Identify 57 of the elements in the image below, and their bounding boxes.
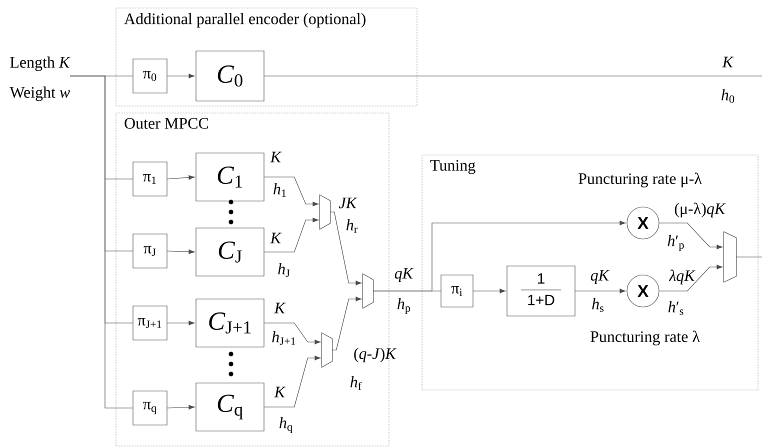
signal-label: h′$_{s}$	[668, 301, 684, 315]
arrow	[659, 264, 723, 292]
signal-label: Puncturing rate μ-λ	[578, 172, 702, 188]
encoder-box: C$_{J}$	[196, 228, 264, 276]
arrow	[167, 249, 195, 254]
interleaver-box: π$_{q}$	[132, 390, 168, 426]
signal-label: h$_{s}$	[592, 298, 604, 312]
interleaver-box: π$_{1}$	[132, 162, 168, 196]
signal-label: h′$_{p}$	[668, 234, 684, 252]
signal-label: h$_{0}$	[722, 89, 734, 103]
arrow	[575, 288, 626, 294]
arrow	[167, 74, 195, 78]
signal-label: h$_{f}$	[350, 376, 362, 390]
multiplexer	[319, 194, 331, 230]
interleaver-box: π$_{0}$	[132, 58, 168, 94]
arrow	[264, 176, 319, 206]
signal-label: h$_{p}$	[398, 298, 410, 314]
signal-label: λqK	[668, 270, 696, 284]
arrow	[332, 296, 362, 350]
signal-label: h$_{1}$	[274, 183, 286, 197]
interleaver-box: π$_{J}$	[132, 234, 168, 268]
arrow	[373, 220, 626, 292]
signal-label: JK	[339, 198, 358, 208]
signal-label: qK	[394, 268, 414, 282]
interleaver-box: π$_{J+1}$	[132, 306, 168, 340]
multiplexer	[723, 231, 737, 283]
arrow	[264, 218, 319, 252]
interleaver-box: π$_{i}$	[440, 274, 474, 308]
filter-box: 1 1+D	[506, 266, 576, 316]
signal-label: K	[274, 386, 286, 398]
signal-label: (μ-λ)qK	[674, 202, 726, 218]
signal-label: (q-J)K	[354, 348, 397, 362]
signal-label: K	[270, 232, 282, 244]
encoder-box: C$_{0}$	[196, 50, 264, 102]
multiplexer	[321, 332, 333, 368]
encoder-box: C$_{q}$	[196, 382, 264, 432]
encoder-box: C$_{J+1}$	[196, 298, 264, 348]
signal-label: K	[270, 152, 282, 162]
signal-label: Puncturing rate λ	[590, 330, 700, 346]
arrow	[167, 320, 195, 326]
arrow	[167, 175, 195, 180]
signal-label: h$_{J}$	[278, 263, 290, 277]
signal-label: h$_{q}$	[280, 416, 292, 434]
arrow	[264, 356, 321, 408]
multiplexer	[362, 273, 374, 309]
arrow	[659, 222, 723, 250]
signal-label: K	[274, 302, 286, 314]
arrow	[167, 404, 195, 410]
encoder-box: C$_{1}$	[196, 152, 264, 202]
arrow	[264, 322, 321, 344]
signal-label: h$_{r}$	[346, 219, 358, 233]
signal-label: qK	[590, 270, 610, 284]
arrow	[330, 212, 362, 286]
arrow	[473, 288, 506, 294]
signal-label: K	[722, 56, 734, 68]
input-label: Length K Weight w	[10, 56, 70, 102]
signal-label: h$_{J+1}$	[272, 331, 296, 345]
